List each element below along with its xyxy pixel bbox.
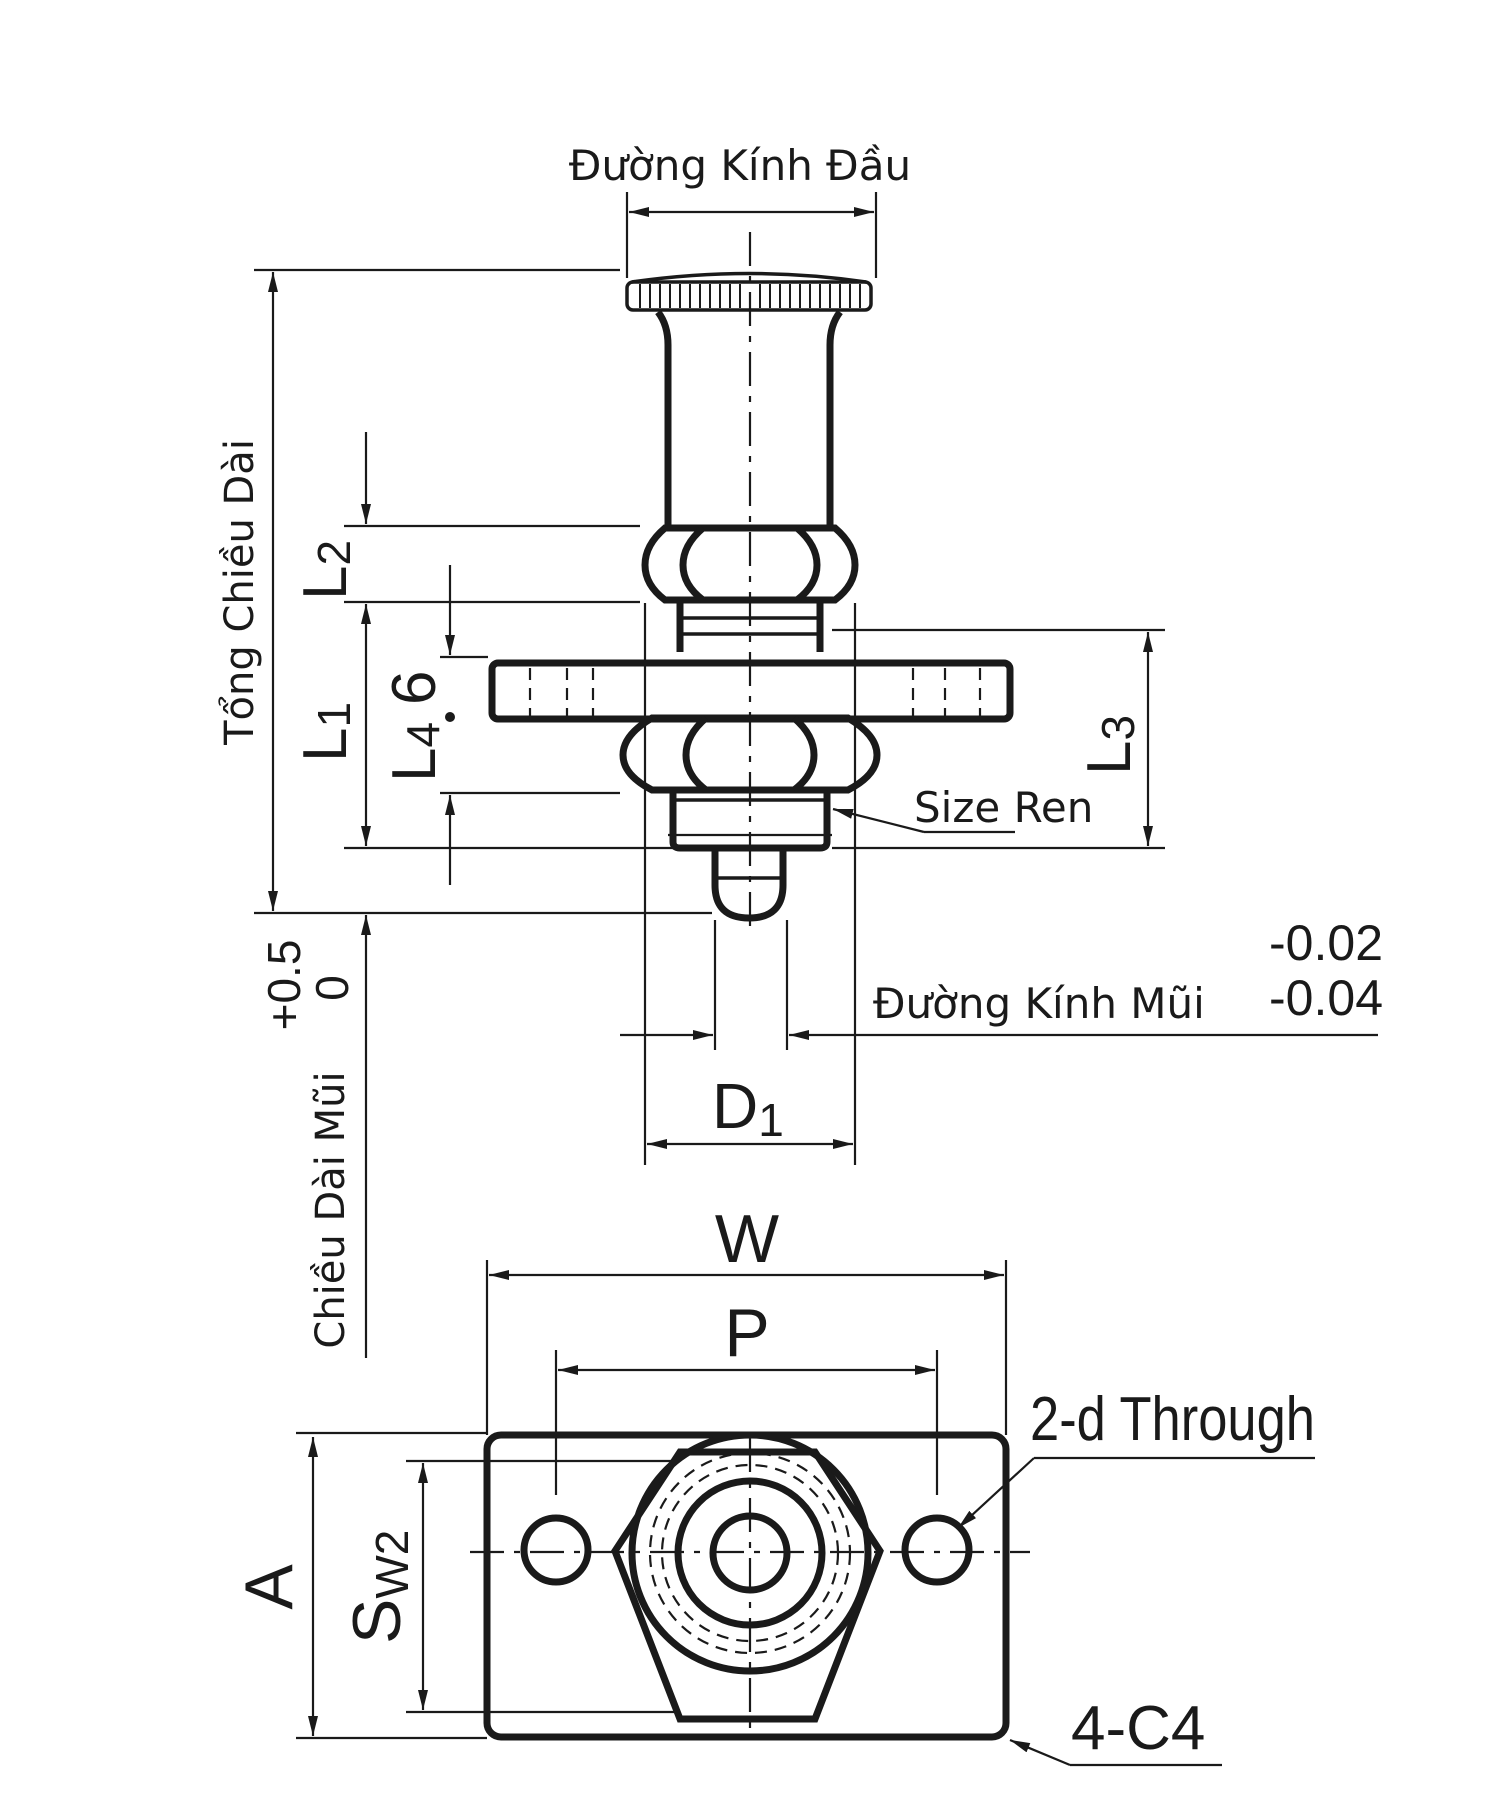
nose-length-tol-upper: +0.5 (258, 940, 310, 1031)
extension-lines (254, 192, 1165, 1165)
l4-value: 6 (380, 671, 449, 705)
a-label: A (231, 1564, 307, 1610)
side-view: Đường Kính Đầu Tổng Chiều Dài L2 L1 L4 6… (217, 141, 1383, 1358)
d1-label: D1 (712, 1070, 784, 1146)
knurled-head-outline (628, 1431, 872, 1675)
upper-hex-nut (641, 524, 859, 604)
chamfer-leader (1009, 1738, 1071, 1767)
nose-diameter-tol-lower: -0.04 (1269, 970, 1383, 1026)
l3-label: L3 (1075, 715, 1144, 775)
thread-size-label: Size Ren (914, 783, 1093, 832)
l2-label: L2 (291, 540, 360, 600)
dimension-lines (268, 207, 1378, 1358)
knurling (639, 284, 861, 308)
w-label: W (715, 1201, 779, 1277)
nose-length-tol-lower: 0 (306, 975, 358, 1001)
total-length-label: Tổng Chiều Dài (217, 439, 263, 746)
through-holes-label: 2-d Through (1030, 1385, 1315, 1454)
body-upper (676, 602, 824, 652)
bottom-view: W P A SW2 2-d Through 4-C4 (231, 1201, 1315, 1767)
sw2-label: SW2 (339, 1530, 418, 1644)
chamfer-label: 4-C4 (1071, 1694, 1205, 1763)
through-hole-right (901, 1514, 973, 1586)
nose-length-label: Chiều Dài Mũi (308, 1071, 354, 1348)
knob-shank (655, 309, 843, 525)
nose-diameter-tol-upper: -0.02 (1269, 915, 1383, 971)
nose-diameter-label: Đường Kính Mũi (873, 979, 1205, 1028)
bottom-extension-lines (296, 1260, 1008, 1740)
l1-label: L1 (291, 702, 360, 762)
l4-label: L4 (380, 722, 449, 782)
bottom-dimension-lines (308, 1270, 1315, 1767)
p-label: P (724, 1295, 769, 1371)
head-diameter-label: Đường Kính Đầu (569, 141, 911, 190)
through-hole-left (520, 1514, 592, 1586)
l4-point (445, 712, 455, 722)
through-leader (957, 1457, 1035, 1529)
lower-hex-nut (619, 714, 881, 794)
